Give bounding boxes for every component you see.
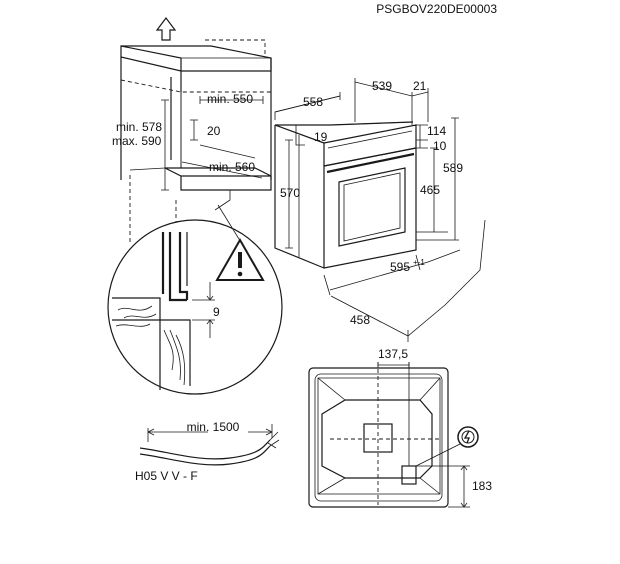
oven-dimension-lines xyxy=(274,78,486,342)
back-connection-height-label: 183 xyxy=(472,479,492,493)
up-arrow-icon xyxy=(155,17,177,41)
cabinet-min-height-label: min. 578 xyxy=(116,120,162,134)
detail-gap-label: 9 xyxy=(213,305,220,319)
oven-door-height-label: 465 xyxy=(420,183,440,197)
oven-width-tolerance: +-1 xyxy=(413,258,425,267)
document-code: PSGBOV220DE00003 xyxy=(376,2,497,16)
cabinet-gap-label: 20 xyxy=(207,124,221,138)
cabinet-max-height-label: max. 590 xyxy=(112,134,162,148)
cable-type-label: H05 V V - F xyxy=(135,469,198,483)
oven-front-label: 21 xyxy=(413,79,427,93)
cabinet-min-depth-label: min. 560 xyxy=(209,160,255,174)
detail-magnifier xyxy=(107,204,283,395)
oven-width-label: 595 xyxy=(390,260,410,274)
oven-depth-label: 558 xyxy=(303,95,323,109)
oven-inner-width-label: 539 xyxy=(372,79,392,93)
oven-back-view xyxy=(308,362,470,508)
warning-icon xyxy=(215,237,265,281)
oven-top-label: 19 xyxy=(314,130,328,144)
cabinet-min-width-label: min. 550 xyxy=(207,92,253,106)
cabinet-niche xyxy=(120,17,272,250)
oven-panel-offset-label: 10 xyxy=(433,139,447,153)
oven-base-depth-label: 458 xyxy=(350,313,370,327)
power-cable xyxy=(139,424,280,466)
oven-height-label: 570 xyxy=(280,186,300,200)
cable-length-label: min. 1500 xyxy=(187,420,240,434)
oven-total-height-label: 589 xyxy=(443,161,463,175)
back-connection-offset-label: 137,5 xyxy=(378,347,408,361)
oven-drawing xyxy=(274,121,417,269)
electric-plug-icon xyxy=(457,426,479,448)
oven-panel-label: 114 xyxy=(427,124,446,138)
